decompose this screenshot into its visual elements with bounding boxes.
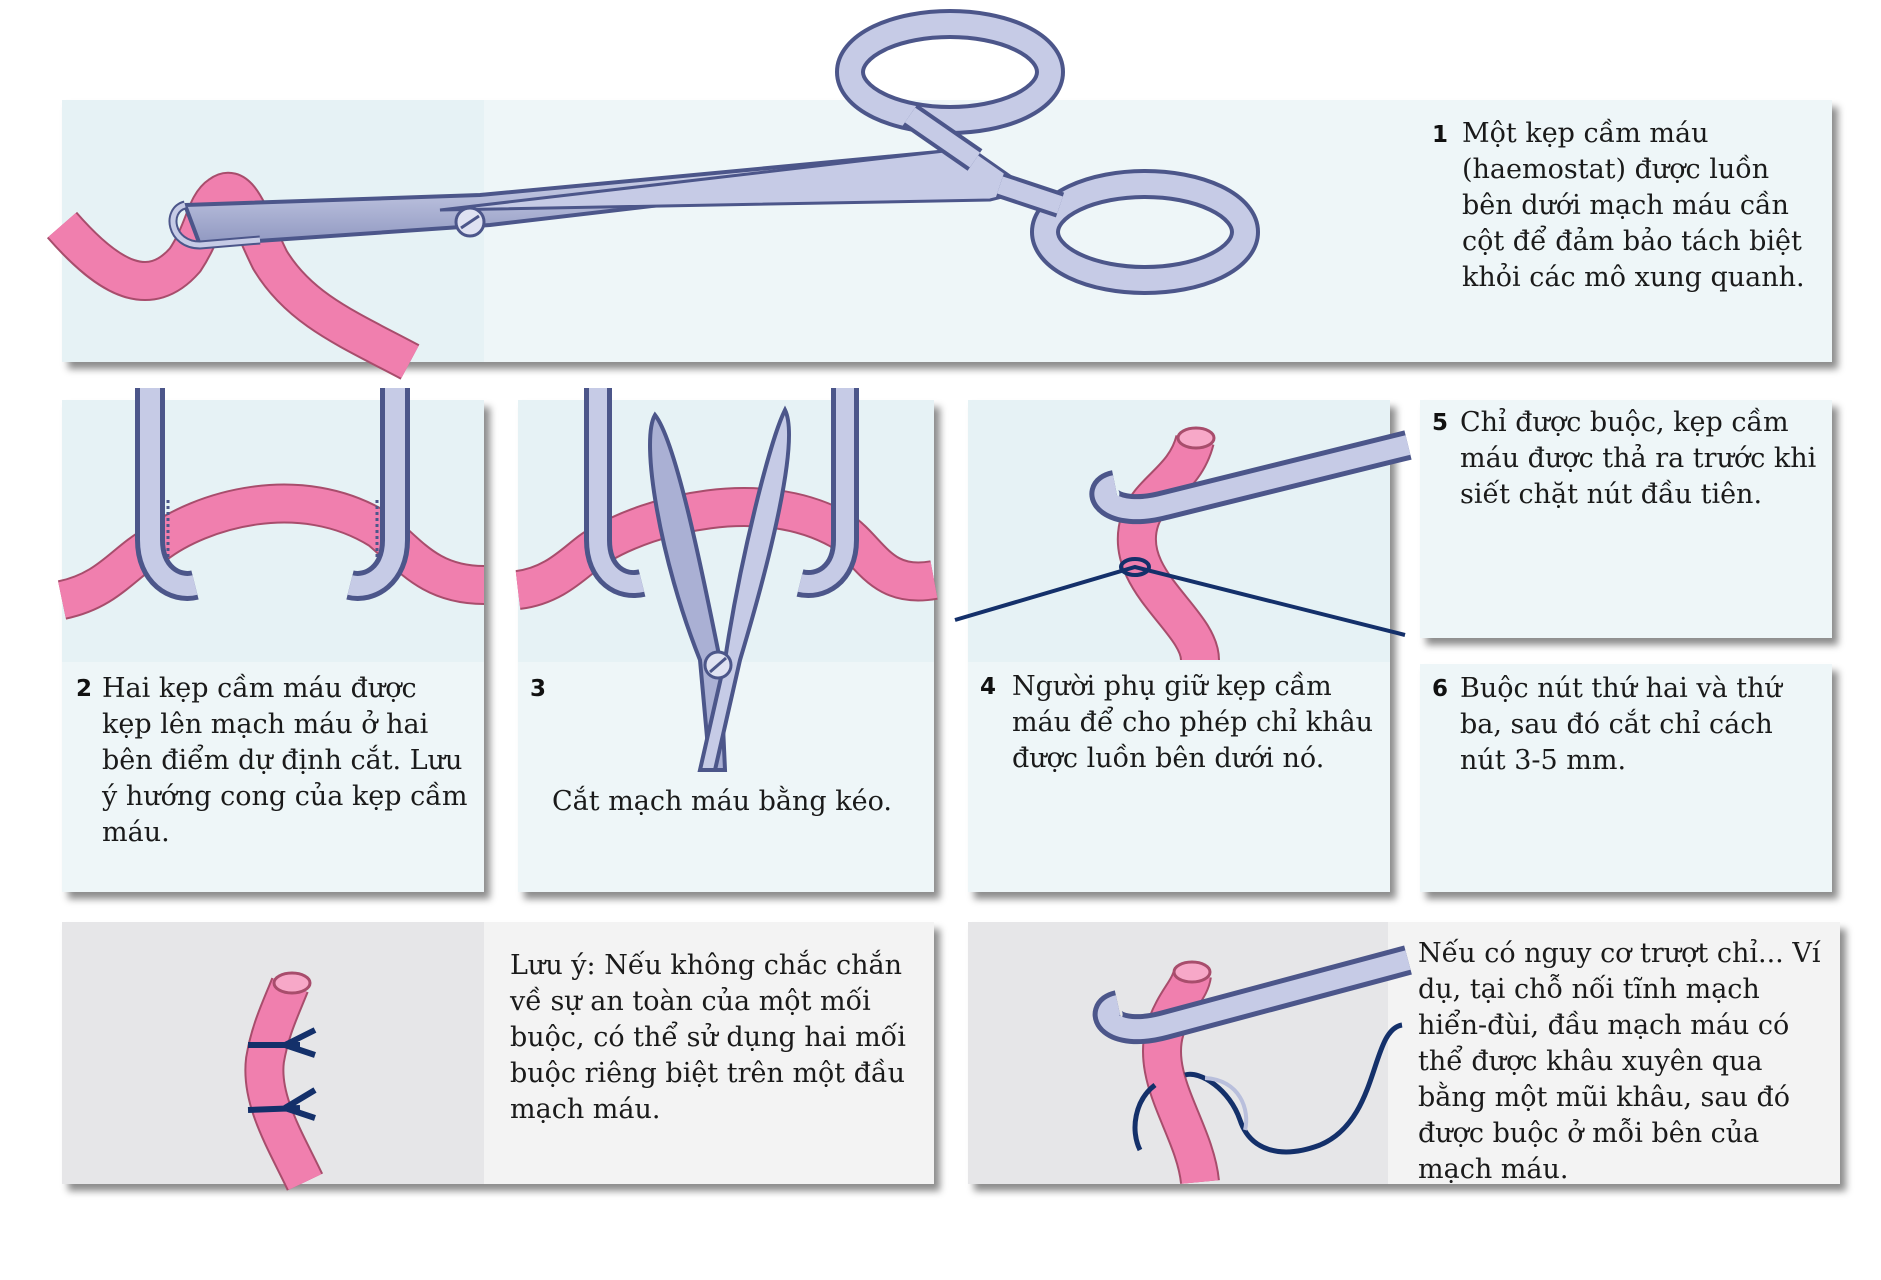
note-1-text: Lưu ý: Nếu không chắc chắn về sự an toàn… bbox=[510, 950, 906, 1125]
step-2-haemostat-left bbox=[135, 388, 199, 601]
step-6-number: 6 bbox=[1432, 676, 1449, 702]
step-2-vessel bbox=[57, 483, 485, 620]
note-2-vessel bbox=[1141, 960, 1220, 1185]
panel-step-2-illustration-bg bbox=[62, 400, 484, 662]
step-5-number: 5 bbox=[1432, 410, 1449, 436]
step-4-number: 4 bbox=[980, 674, 997, 700]
step-2-haemostat-right bbox=[346, 388, 410, 601]
panel-step-2: 2 Hai kẹp cầm máu được kẹp lên mạch máu … bbox=[62, 400, 484, 892]
step-1-haemostat bbox=[168, 9, 1260, 295]
step-2-text: Hai kẹp cầm máu được kẹp lên mạch máu ở … bbox=[102, 673, 468, 848]
step-3-number: 3 bbox=[530, 676, 547, 702]
note-1-ligatures bbox=[247, 1027, 317, 1121]
step-4-suture bbox=[954, 557, 1406, 637]
step-3-haemostats bbox=[584, 388, 859, 598]
panel-step-5: 5 Chỉ được buộc, kẹp cầm máu được thả ra… bbox=[1420, 400, 1832, 638]
step-5-text: Chỉ được buộc, kẹp cầm máu được thả ra t… bbox=[1460, 407, 1817, 510]
note-1-vessel bbox=[244, 971, 324, 1191]
note-2-text: Nếu có nguy cơ trượt chỉ... Ví dụ, tại c… bbox=[1418, 938, 1821, 1184]
step-4-text: Người phụ giữ kẹp cầm máu để cho phép ch… bbox=[1012, 671, 1373, 774]
step-1-text: Một kẹp cầm máu (haemostat) được luồn bê… bbox=[1462, 118, 1805, 293]
step-6-text: Buộc nút thứ hai và thứ ba, sau đó cắt c… bbox=[1460, 673, 1782, 776]
step-4-haemostat bbox=[1089, 430, 1412, 525]
step-3-scissors-icon bbox=[648, 405, 791, 772]
step-1-vessel bbox=[46, 171, 420, 380]
note-2-haemostat bbox=[1092, 945, 1412, 1045]
panel-step-6: 6 Buộc nút thứ hai và thứ ba, sau đó cắt… bbox=[1420, 664, 1832, 892]
note-2-suture bbox=[1132, 1022, 1403, 1155]
step-4-vessel bbox=[1117, 426, 1220, 663]
step-3-vessel bbox=[514, 487, 938, 610]
panel-note-transfixion: Nếu có nguy cơ trượt chỉ... Ví dụ, tại c… bbox=[968, 922, 1840, 1184]
step-2-number: 2 bbox=[76, 676, 93, 702]
step-3-text: Cắt mạch máu bằng kéo. bbox=[552, 786, 892, 817]
step-1-number: 1 bbox=[1432, 122, 1449, 148]
